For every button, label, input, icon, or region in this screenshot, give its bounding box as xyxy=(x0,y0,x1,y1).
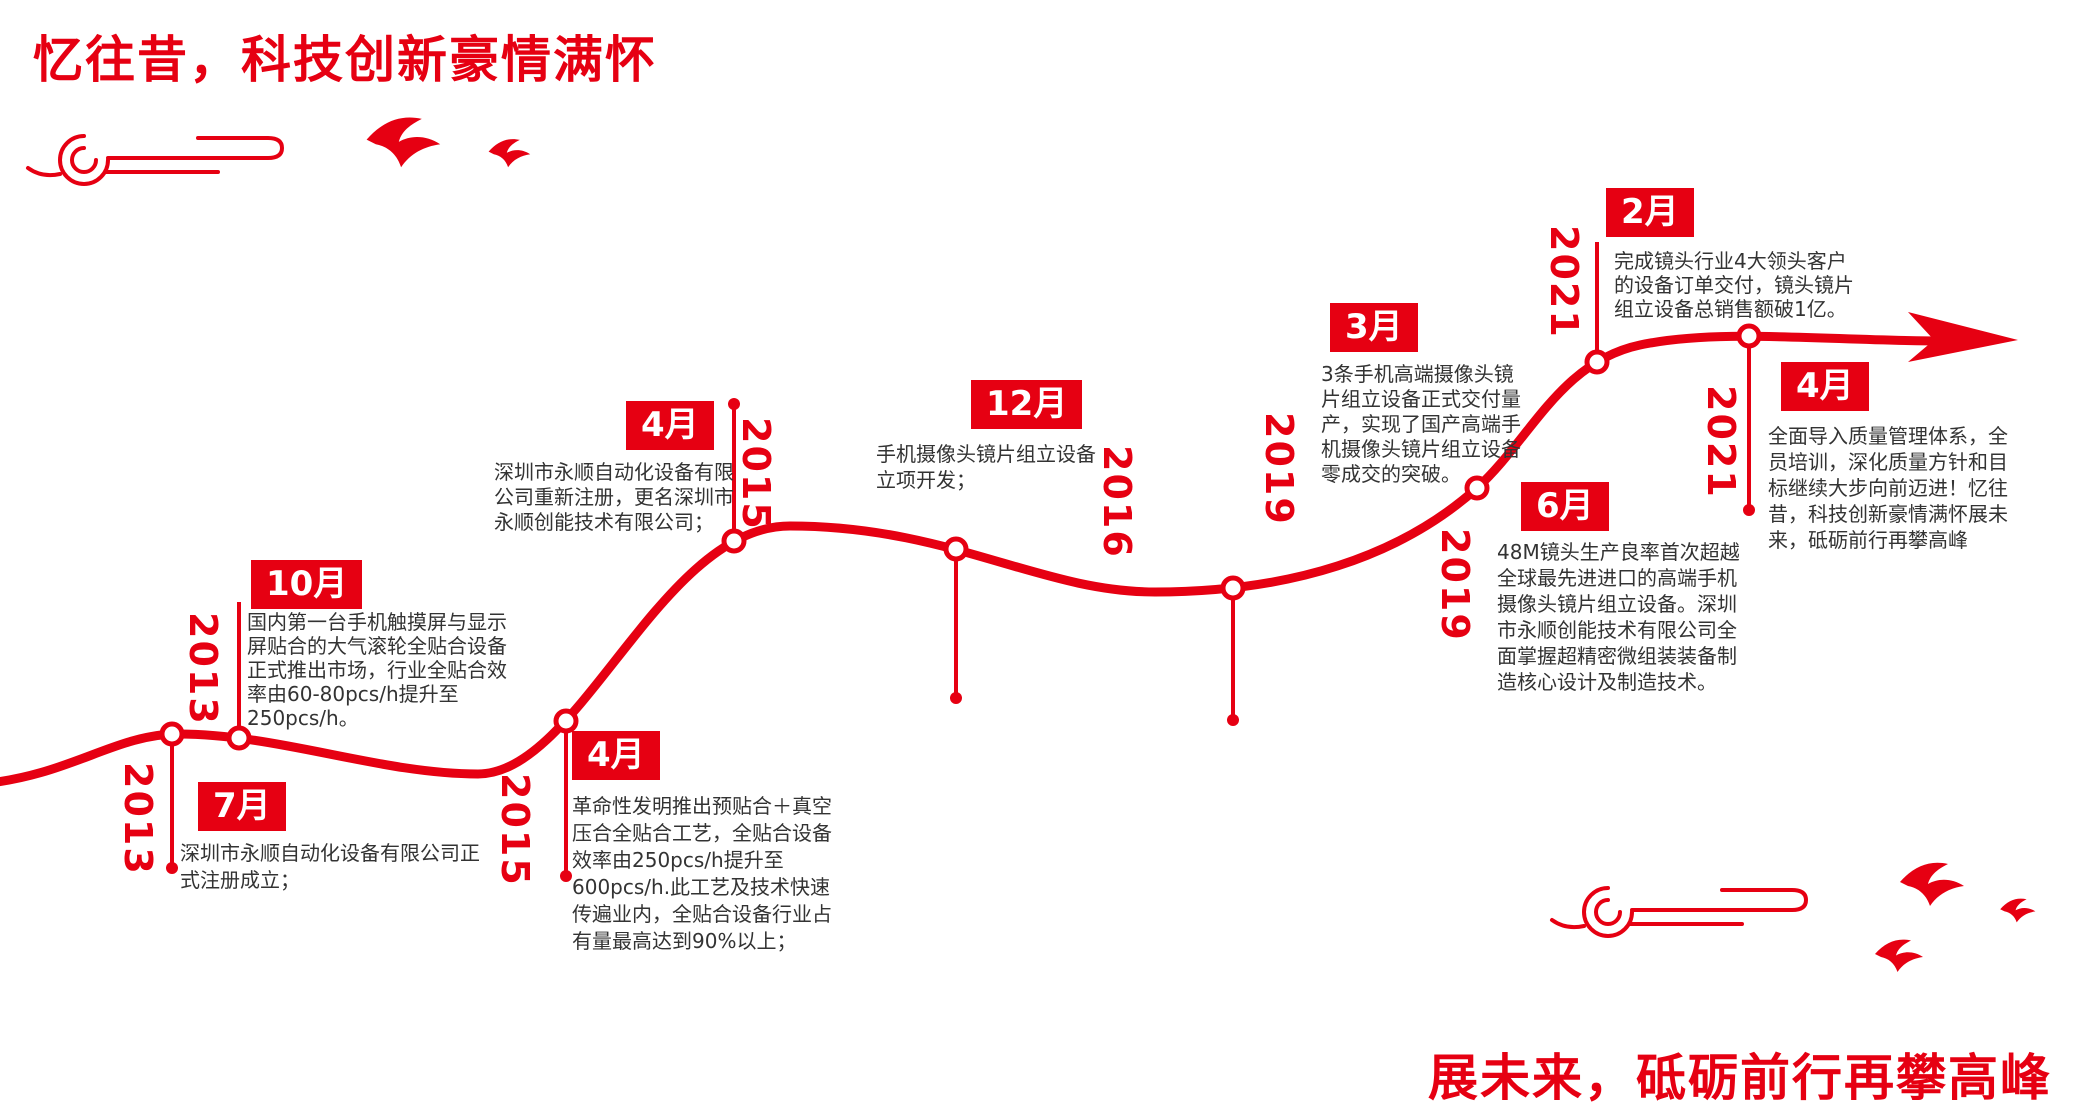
milestone-year: 2021 xyxy=(1542,225,1586,339)
milestone-dot xyxy=(1736,323,1762,349)
milestone-year: 2021 xyxy=(1699,385,1743,499)
bird-icon xyxy=(2000,898,2036,923)
title-future: 展未来，砥砺前行再攀高峰 xyxy=(1428,1049,2052,1107)
milestone-month-badge: 6月 xyxy=(1521,482,1609,532)
milestone-description: 深圳市永顺自动化设备有限公司重新注册，更名深圳市永顺创能技术有限公司； xyxy=(494,460,734,534)
milestone-dot xyxy=(1584,349,1610,375)
cloud-ornament-bottom-right xyxy=(1550,886,1809,938)
milestone-description: 完成镜头行业4大领头客户的设备订单交付，镜头镜片组立设备总销售额破1亿。 xyxy=(1614,249,1854,321)
milestone-dot xyxy=(943,536,969,562)
milestone-year: 2015 xyxy=(734,417,778,531)
stem-end-dot xyxy=(950,692,962,704)
stem-end-dot xyxy=(560,870,572,882)
milestone-dot xyxy=(1220,575,1246,601)
bird-icon xyxy=(488,139,531,168)
milestone-month-badge: 2月 xyxy=(1606,188,1694,238)
stem-end-dot xyxy=(1227,714,1239,726)
stem-end-dot xyxy=(1743,504,1755,516)
milestone-month-badge: 12月 xyxy=(971,380,1083,430)
milestone-year: 2013 xyxy=(181,612,225,726)
milestone-year: 2015 xyxy=(493,773,537,887)
timeline-arrowhead xyxy=(1908,312,2018,362)
milestone-description: 革命性发明推出预贴合＋真空压合全贴合工艺，全贴合设备效率由250pcs/h提升至… xyxy=(572,794,832,953)
milestone-dot xyxy=(159,721,185,747)
milestone-dot xyxy=(553,708,579,734)
milestone-description: 48M镜头生产良率首次超越全球最先进进口的高端手机摄像头镜片组立设备。深圳市永顺… xyxy=(1497,540,1740,694)
milestone-month-badge: 10月 xyxy=(251,560,363,610)
cloud-ornament-top-left xyxy=(26,134,285,186)
milestone-year: 2019 xyxy=(1257,412,1301,526)
milestone-month-badge: 4月 xyxy=(572,731,660,781)
milestone-description: 3条手机高端摄像头镜片组立设备正式交付量产，实现了国产高端手机摄像头镜片组立设备… xyxy=(1321,362,1521,486)
milestone-month-badge: 3月 xyxy=(1330,303,1418,353)
milestone-dot xyxy=(1464,475,1490,501)
bird-icon xyxy=(366,117,441,168)
stem-end-dot xyxy=(728,398,740,410)
bird-icon xyxy=(1875,939,1923,972)
milestone-year: 2019 xyxy=(1433,528,1477,642)
bird-icon xyxy=(1900,862,1964,906)
milestone-description: 全面导入质量管理体系，全员培训，深化质量方针和目标继续大步向前迈进！忆往昔，科技… xyxy=(1768,424,2008,552)
milestone-description: 手机摄像头镜片组立设备立项开发； xyxy=(876,442,1096,492)
milestone-dot xyxy=(226,725,252,751)
milestone-month-badge: 7月 xyxy=(198,782,286,832)
title-past: 忆往昔，科技创新豪情满怀 xyxy=(33,31,657,89)
milestone-description: 深圳市永顺自动化设备有限公司正式注册成立； xyxy=(180,841,480,892)
milestone-month-badge: 4月 xyxy=(1781,362,1869,412)
stem-end-dot xyxy=(166,862,178,874)
milestone-month-badge: 4月 xyxy=(626,401,714,451)
milestone-year: 2013 xyxy=(116,762,160,876)
milestone-description: 国内第一台手机触摸屏与显示屏贴合的大气滚轮全贴合设备正式推出市场，行业全贴合效率… xyxy=(247,610,507,730)
milestone-dot xyxy=(721,528,747,554)
